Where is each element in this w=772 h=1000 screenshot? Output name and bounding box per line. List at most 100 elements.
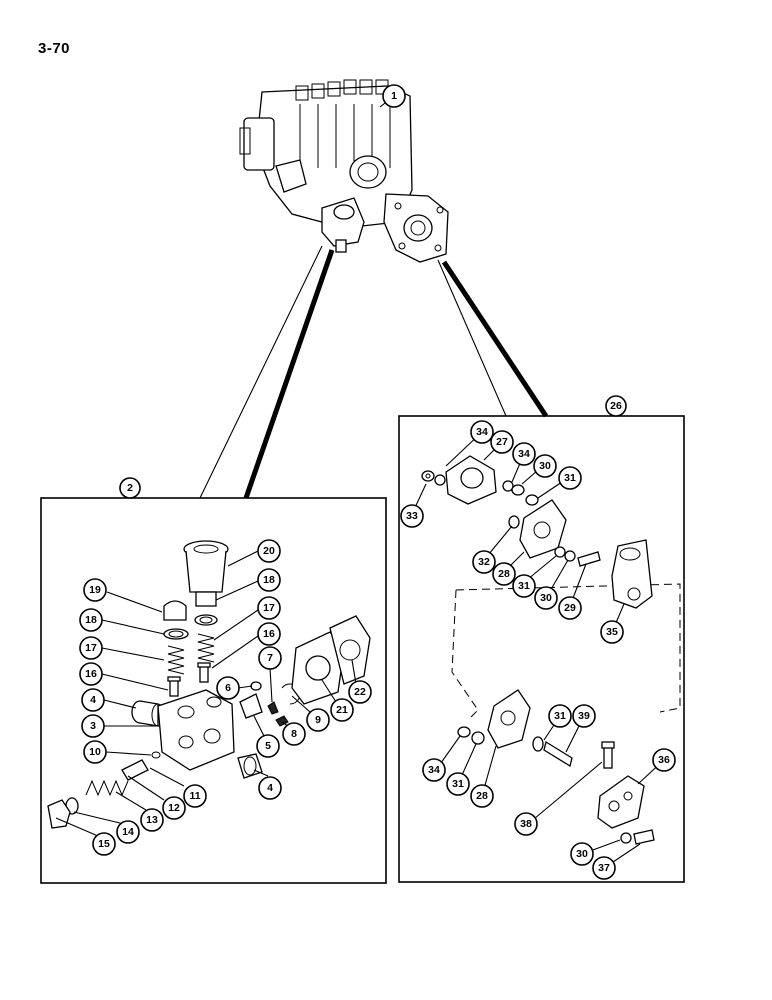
svg-text:28: 28 <box>476 790 488 802</box>
callout-20: 20 <box>257 539 281 563</box>
svg-text:32: 32 <box>478 556 490 568</box>
svg-text:18: 18 <box>263 574 275 586</box>
callout-15: 15 <box>92 832 116 856</box>
callout-27: 27 <box>490 430 514 454</box>
callout-30c: 30 <box>570 842 594 866</box>
callout-38: 38 <box>514 812 538 836</box>
svg-text:11: 11 <box>189 790 200 802</box>
callout-31a: 31 <box>558 466 582 490</box>
svg-text:26: 26 <box>610 400 622 412</box>
callout-13: 13 <box>140 808 164 832</box>
callout-5: 5 <box>256 734 280 758</box>
callout-7: 7 <box>258 646 282 670</box>
svg-text:20: 20 <box>263 545 275 557</box>
svg-text:5: 5 <box>265 740 271 752</box>
callout-32: 32 <box>472 550 496 574</box>
callout-39: 39 <box>572 704 596 728</box>
alternative-group-outline <box>451 583 681 719</box>
left-frame-leaders <box>55 550 357 837</box>
callout-28b: 28 <box>470 784 494 808</box>
callout-37: 37 <box>592 856 616 880</box>
callout-34c: 34 <box>422 758 446 782</box>
svg-text:6: 6 <box>225 682 231 694</box>
svg-text:38: 38 <box>520 818 532 830</box>
svg-text:3: 3 <box>90 720 96 732</box>
injection-pump-assembly <box>239 79 449 263</box>
svg-text:31: 31 <box>554 710 566 722</box>
callout-26: 26 <box>605 395 627 417</box>
svg-text:16: 16 <box>85 668 97 680</box>
callout-35: 35 <box>600 620 624 644</box>
callout-4a: 4 <box>81 688 105 712</box>
svg-text:27: 27 <box>496 436 508 448</box>
callout-2: 2 <box>119 477 141 499</box>
callout-8: 8 <box>282 722 306 746</box>
callout-19: 19 <box>83 578 107 602</box>
callout-31d: 31 <box>446 772 470 796</box>
callout-21: 21 <box>330 698 354 722</box>
callout-10: 10 <box>83 740 107 764</box>
svg-text:13: 13 <box>146 814 158 826</box>
svg-text:34: 34 <box>428 764 440 776</box>
svg-text:10: 10 <box>89 746 101 758</box>
svg-text:31: 31 <box>564 472 576 484</box>
callout-34b: 34 <box>512 442 536 466</box>
right-frame-parts <box>421 455 655 845</box>
leader-lines <box>199 95 549 499</box>
svg-text:4: 4 <box>267 782 273 794</box>
callout-33: 33 <box>400 504 424 528</box>
svg-text:36: 36 <box>658 754 670 766</box>
svg-text:29: 29 <box>564 602 576 614</box>
svg-text:15: 15 <box>98 838 110 850</box>
svg-text:22: 22 <box>354 686 366 698</box>
callout-11: 11 <box>183 784 207 808</box>
svg-text:14: 14 <box>122 826 134 838</box>
callout-18a: 18 <box>257 568 281 592</box>
page-number: 3-70 <box>38 40 71 57</box>
svg-text:39: 39 <box>578 710 590 722</box>
callout-29: 29 <box>558 596 582 620</box>
svg-text:17: 17 <box>263 602 275 614</box>
callout-17a: 17 <box>257 596 281 620</box>
svg-text:33: 33 <box>406 510 418 522</box>
svg-text:34: 34 <box>518 448 530 460</box>
svg-text:18: 18 <box>85 614 97 626</box>
svg-text:9: 9 <box>315 714 321 726</box>
svg-text:12: 12 <box>168 802 180 814</box>
callout-36: 36 <box>652 748 676 772</box>
svg-text:30: 30 <box>539 460 551 472</box>
callout-22: 22 <box>348 680 372 704</box>
callout-30a: 30 <box>533 454 557 478</box>
detail-frame-26 <box>398 415 685 883</box>
callout-12: 12 <box>162 796 186 820</box>
svg-text:28: 28 <box>498 568 510 580</box>
svg-text:2: 2 <box>127 482 133 494</box>
callout-16a: 16 <box>257 622 281 646</box>
left-frame-parts <box>47 540 371 829</box>
callout-31b: 31 <box>512 574 536 598</box>
svg-text:21: 21 <box>336 704 348 716</box>
callout-30b: 30 <box>534 586 558 610</box>
svg-text:8: 8 <box>291 728 297 740</box>
svg-text:31: 31 <box>518 580 530 592</box>
svg-text:4: 4 <box>90 694 96 706</box>
callout-17b: 17 <box>79 636 103 660</box>
callout-6: 6 <box>216 676 240 700</box>
svg-text:1: 1 <box>391 90 397 102</box>
callout-14: 14 <box>116 820 140 844</box>
callout-3: 3 <box>81 714 105 738</box>
svg-text:7: 7 <box>267 652 273 664</box>
svg-text:19: 19 <box>89 584 101 596</box>
svg-text:16: 16 <box>263 628 275 640</box>
callout-18b: 18 <box>79 608 103 632</box>
detail-frame-2 <box>40 497 387 884</box>
callout-34a: 34 <box>470 420 494 444</box>
svg-text:34: 34 <box>476 426 488 438</box>
svg-text:30: 30 <box>540 592 552 604</box>
callout-9: 9 <box>306 708 330 732</box>
svg-text:17: 17 <box>85 642 97 654</box>
callout-31c: 31 <box>548 704 572 728</box>
callout-4b: 4 <box>258 776 282 800</box>
svg-text:31: 31 <box>452 778 464 790</box>
